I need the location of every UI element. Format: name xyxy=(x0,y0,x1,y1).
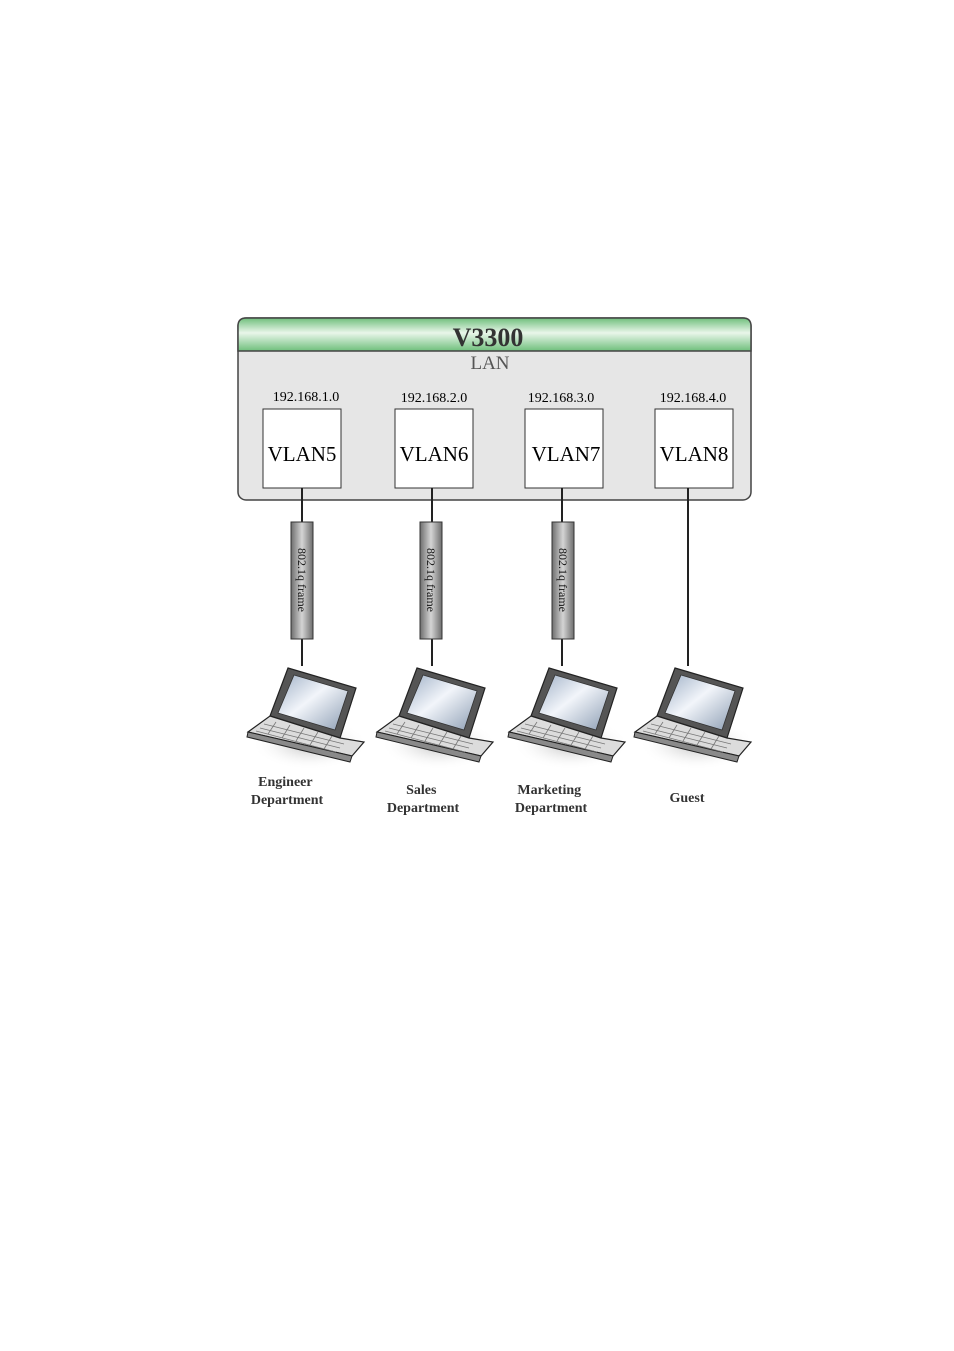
department-label: Engineer Department xyxy=(251,775,324,808)
department-label-line: Engineer xyxy=(258,775,312,790)
department-label: Marketing Department xyxy=(515,783,588,816)
department-label-line: Sales xyxy=(406,783,437,798)
department-label: Sales Department xyxy=(387,783,460,816)
frame-box xyxy=(290,521,314,640)
laptop-icon xyxy=(375,667,498,771)
department-label: Guest xyxy=(670,791,705,806)
department-label-line: Department xyxy=(251,793,324,808)
vlan-subnet: 192.168.2.0 xyxy=(401,391,468,406)
vlan-name: VLAN5 xyxy=(268,442,337,466)
laptop-icon xyxy=(507,667,630,771)
department-label-line: Department xyxy=(515,801,588,816)
laptop-icon xyxy=(246,667,369,771)
department-label-line: Guest xyxy=(670,791,705,806)
frame-label: 802.1q frame xyxy=(424,548,438,612)
vlan-subnet: 192.168.4.0 xyxy=(660,391,727,406)
frame-box xyxy=(551,521,575,640)
device-subtitle: LAN xyxy=(470,353,509,374)
vlan-box xyxy=(524,408,604,489)
vlan-box xyxy=(394,408,474,489)
vlan-name: VLAN6 xyxy=(400,442,469,466)
frame-label: 802.1q frame xyxy=(556,548,570,612)
frame-box xyxy=(419,521,443,640)
vlan-subnet: 192.168.3.0 xyxy=(528,391,595,406)
vlan-subnet: 192.168.1.0 xyxy=(273,390,340,405)
device-title: V3300 xyxy=(453,323,524,352)
vlan-name: VLAN8 xyxy=(660,442,729,466)
vlan-box xyxy=(262,408,342,489)
vlan-name: VLAN7 xyxy=(532,442,601,466)
laptop-icon xyxy=(633,667,756,771)
department-label-line: Department xyxy=(387,801,460,816)
vlan-box xyxy=(654,408,734,489)
device-header-bar xyxy=(237,317,752,352)
department-label-line: Marketing xyxy=(517,783,581,798)
frame-label: 802.1q frame xyxy=(295,548,309,612)
